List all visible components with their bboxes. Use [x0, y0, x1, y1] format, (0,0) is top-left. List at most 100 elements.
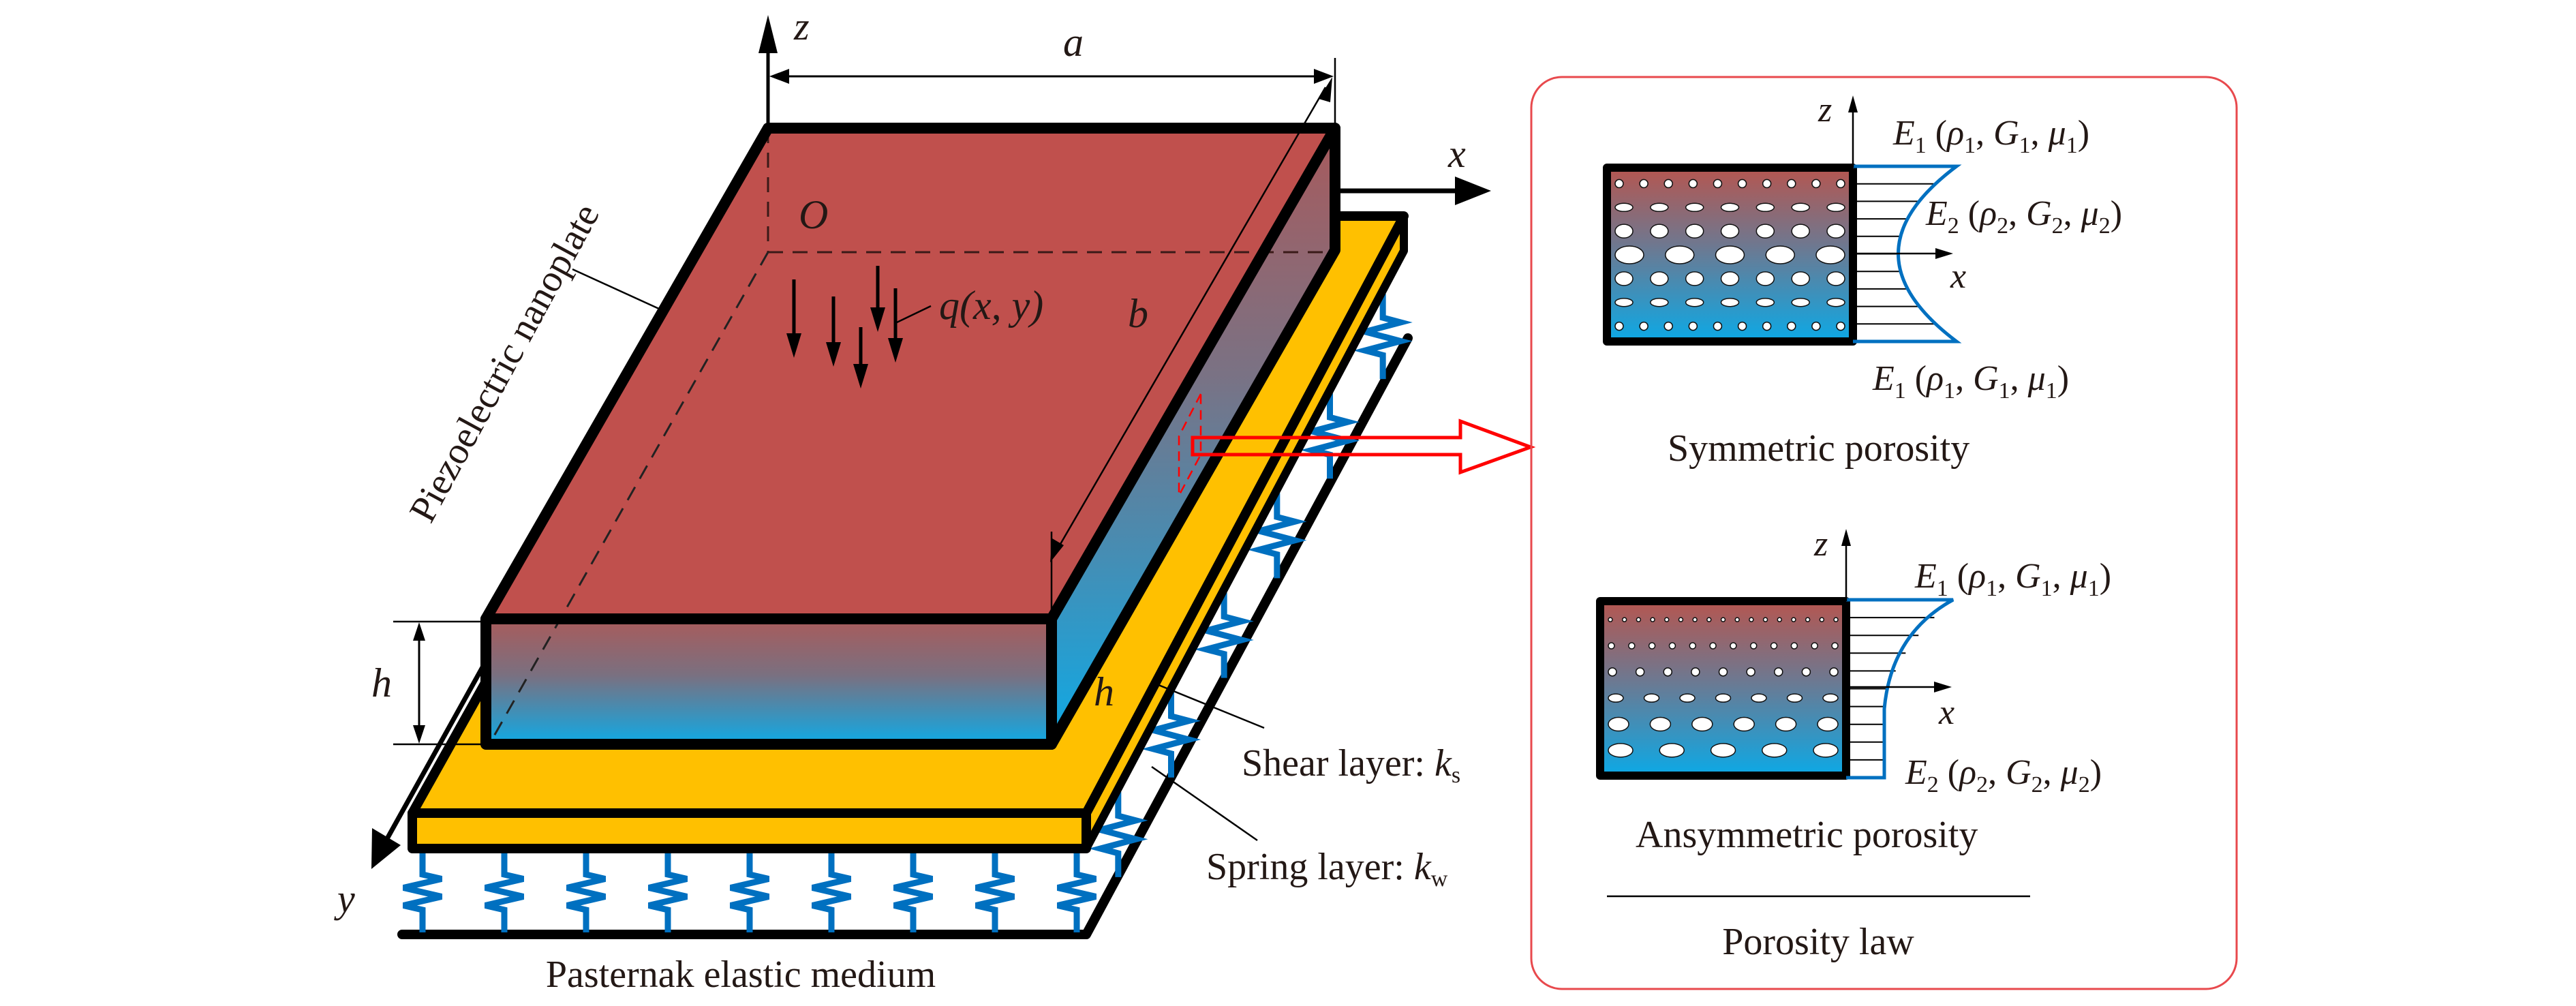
- foundation-spring: [402, 852, 443, 932]
- asymmetric-z-label: z: [1813, 525, 1828, 564]
- asymmetric-bot-G-sub: 2: [2031, 772, 2043, 797]
- pore: [1811, 179, 1821, 189]
- pore: [1692, 617, 1698, 622]
- asymmetric-bot-rho: ρ: [1958, 753, 1976, 792]
- y-axis-label: y: [334, 877, 355, 921]
- symmetric-top-rho-sub: 1: [1964, 133, 1976, 158]
- spring-leader-line: [1151, 765, 1258, 842]
- dimension-a-label: a: [1063, 20, 1084, 65]
- pore: [1829, 667, 1839, 677]
- asymmetric-top-E: E: [1914, 557, 1937, 596]
- pore: [1811, 642, 1818, 650]
- pore: [1628, 642, 1636, 650]
- pore: [1635, 667, 1645, 677]
- pore: [1663, 321, 1673, 331]
- pore: [1822, 693, 1839, 703]
- pore: [1734, 617, 1740, 622]
- shear-layer: [408, 211, 1409, 853]
- pore: [1713, 179, 1723, 189]
- pore: [1608, 743, 1634, 758]
- plate-front-outline: [480, 613, 1057, 750]
- pore: [1755, 271, 1775, 286]
- side-springs: [1088, 294, 1413, 877]
- asymmetric-top-mu: μ: [2070, 557, 2088, 596]
- spring-layer-label: Spring layer: kw: [1206, 846, 1448, 891]
- pore: [1688, 321, 1698, 331]
- pore: [1688, 179, 1698, 189]
- pore: [1749, 617, 1754, 622]
- pore: [1817, 716, 1839, 732]
- x-axis-label: x: [1447, 132, 1466, 176]
- nanoplate-schematic: z x y a b: [334, 4, 1536, 996]
- symmetric-x-arrowhead: [1935, 248, 1953, 259]
- side-spring: [1141, 692, 1201, 778]
- pore: [1720, 224, 1740, 239]
- asymmetric-top-material: E1 (ρ1, G1, μ1): [1914, 557, 2111, 601]
- pore: [1685, 297, 1704, 307]
- pore: [1720, 202, 1740, 213]
- symmetric-bot-rho: ρ: [1925, 359, 1944, 398]
- foundation-base-outline: [397, 333, 1413, 939]
- symmetric-top-mu-sub: 1: [2066, 133, 2078, 158]
- origin-label: O: [799, 192, 828, 237]
- dimension-b-line: [1054, 87, 1327, 554]
- pore: [1755, 202, 1775, 213]
- pore: [1762, 617, 1768, 622]
- pore: [1649, 716, 1672, 732]
- pore: [1791, 271, 1810, 286]
- asymmetric-bot-E-sub: 2: [1927, 772, 1939, 797]
- load-arrow-head: [786, 333, 801, 358]
- shear-leader-line: [1158, 684, 1265, 729]
- asymmetric-bot-mu-sub: 2: [2079, 772, 2090, 797]
- symmetric-top-E: E: [1892, 114, 1915, 153]
- asymmetric-section-outline: [1596, 597, 1850, 780]
- pore: [1608, 617, 1613, 622]
- plate-top-right-edge: [1046, 123, 1340, 624]
- pore: [1663, 179, 1673, 189]
- symmetric-mid-E: E: [1925, 194, 1948, 233]
- pore: [1608, 667, 1617, 677]
- pore: [1720, 617, 1726, 622]
- asymmetric-x-label: x: [1938, 693, 1954, 732]
- hidden-edge-left-bottom: [491, 252, 769, 740]
- side-spring: [1353, 294, 1413, 380]
- asymmetric-bot-rho-sub: 2: [1976, 772, 1988, 797]
- section-marker: [1178, 393, 1202, 496]
- asymmetric-porosity: z x E1 (ρ1, G1, μ1) E2 (ρ2, G2, μ2) Ansy…: [1596, 525, 2111, 856]
- symmetric-top-rho: ρ: [1946, 114, 1964, 153]
- asymmetric-x-arrowhead: [1934, 682, 1952, 692]
- pore: [1815, 245, 1845, 264]
- foundation-spring: [811, 852, 852, 932]
- asymmetric-top-mu-sub: 1: [2088, 576, 2100, 601]
- pore: [1614, 179, 1624, 189]
- side-spring: [1194, 592, 1254, 678]
- shear-layer-top: [412, 216, 1404, 813]
- panel-border: [1530, 76, 2238, 990]
- symmetric-mid-G: G: [2026, 194, 2052, 233]
- symmetric-top-mu: μ: [2048, 114, 2066, 153]
- symmetric-bot-mu-sub: 1: [2046, 378, 2057, 403]
- pore: [1650, 297, 1669, 307]
- pore: [1650, 224, 1669, 239]
- pore: [1614, 245, 1644, 264]
- symmetric-top-G: G: [1993, 114, 2019, 153]
- pore: [1774, 667, 1783, 677]
- symmetric-porosity: z x E1 (ρ1, G1, μ1) E2 (ρ2, G2, μ2) E1 (…: [1603, 91, 2122, 470]
- pore: [1710, 743, 1736, 758]
- dimension-a: a: [769, 20, 1336, 128]
- pore: [1608, 693, 1624, 703]
- pore: [1685, 224, 1704, 239]
- pore: [1775, 716, 1797, 732]
- dimension-b-label: b: [1128, 291, 1148, 336]
- pore: [1749, 642, 1758, 650]
- pore: [1608, 716, 1629, 732]
- y-axis: y: [334, 660, 489, 921]
- symmetric-mid-G-sub: 2: [2052, 213, 2064, 239]
- pore: [1762, 321, 1772, 331]
- pore: [1650, 271, 1669, 286]
- symmetric-top-material: E1 (ρ1, G1, μ1): [1892, 114, 2089, 158]
- pore: [1608, 642, 1615, 650]
- pore: [1720, 297, 1740, 307]
- pore: [1755, 297, 1775, 307]
